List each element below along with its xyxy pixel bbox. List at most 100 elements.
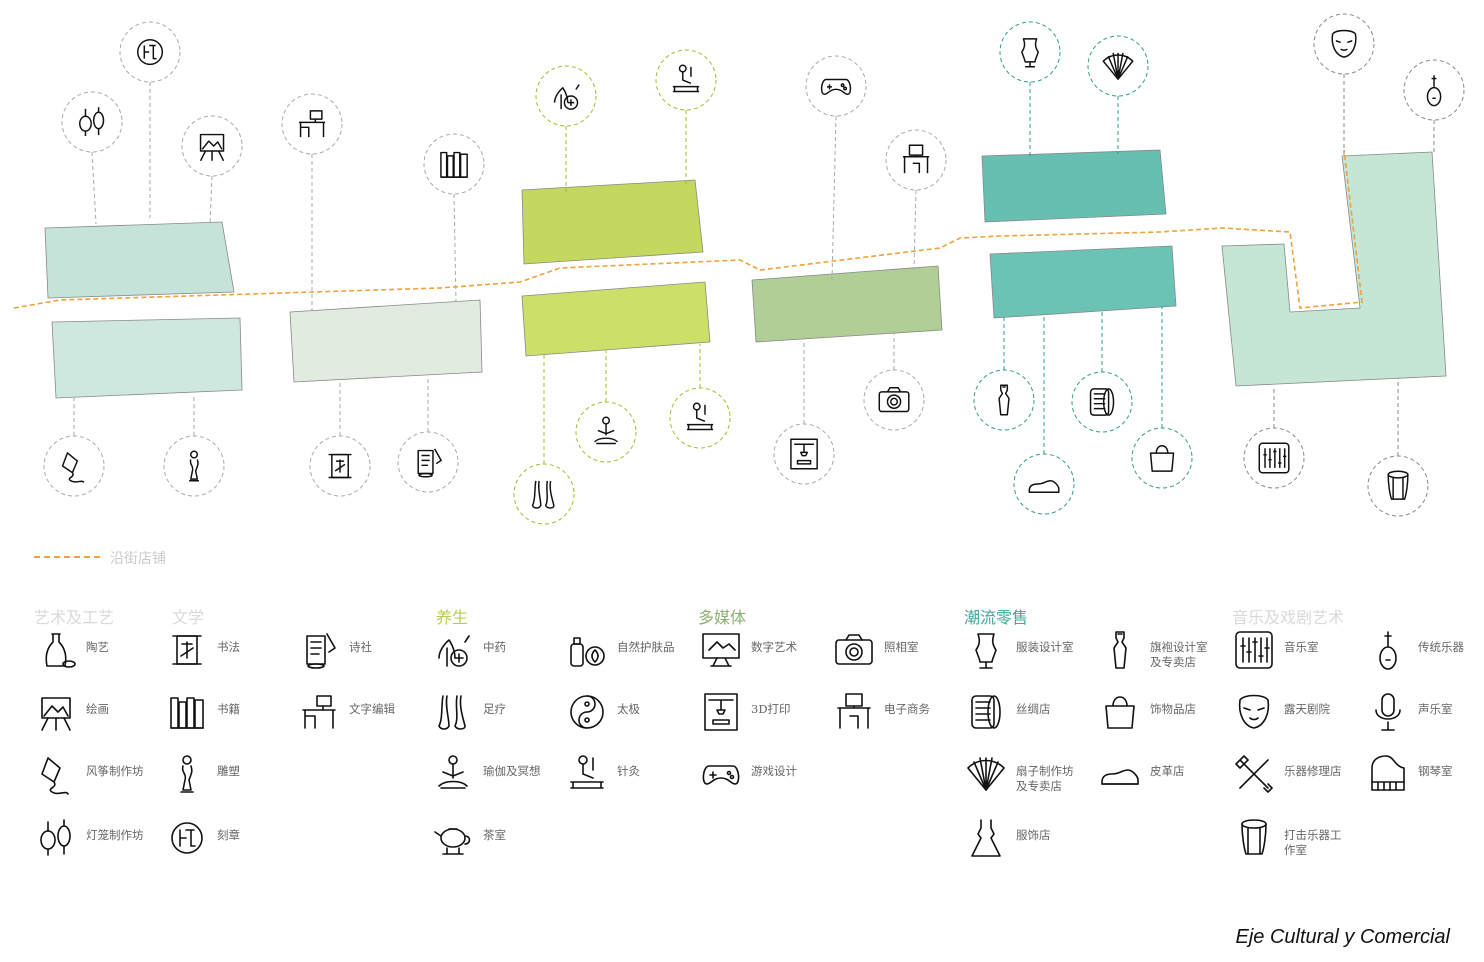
legend-label: 传统乐器 bbox=[1418, 640, 1464, 654]
legend-label: 文字编辑 bbox=[349, 702, 395, 716]
wellness-block-south bbox=[521, 281, 711, 357]
poetry-scroll-icon bbox=[397, 431, 459, 493]
category-heading-music: 音乐及戏剧艺术 bbox=[1232, 608, 1345, 627]
legend-label: 游戏设计 bbox=[751, 764, 797, 778]
legend-label: 服装设计室 bbox=[1016, 640, 1074, 654]
legend-label: 绘画 bbox=[86, 702, 109, 716]
legend-label: 饰物品店 bbox=[1150, 702, 1196, 716]
legend-label: 钢琴室 bbox=[1418, 764, 1453, 778]
tools-icon bbox=[1232, 752, 1276, 796]
mannequin-icon bbox=[999, 21, 1061, 83]
herbal-medicine-icon bbox=[535, 65, 597, 127]
category-heading-arts: 艺术及工艺 bbox=[34, 608, 115, 627]
dress-icon bbox=[964, 816, 1008, 860]
icon-leader-lines bbox=[73, 74, 1435, 464]
route-legend-line bbox=[34, 556, 100, 558]
books-icon bbox=[423, 133, 485, 195]
arts-block-north bbox=[44, 221, 235, 299]
painting-easel-icon bbox=[181, 115, 243, 177]
camera-icon bbox=[863, 369, 925, 431]
acupuncture-icon bbox=[669, 387, 731, 449]
category-heading-fashion: 潮流零售 bbox=[964, 608, 1029, 627]
kite-icon bbox=[34, 752, 78, 796]
piano-icon bbox=[1366, 752, 1410, 796]
legend-label: 风筝制作坊 bbox=[86, 764, 144, 778]
fan-icon bbox=[964, 752, 1008, 796]
shoe-icon bbox=[1013, 453, 1075, 515]
leader-line bbox=[91, 151, 97, 225]
legend-label: 太极 bbox=[617, 702, 640, 716]
acupuncture-icon bbox=[565, 752, 609, 796]
legend-label: 丝绸店 bbox=[1016, 702, 1051, 716]
poetry-scroll-icon bbox=[297, 628, 341, 672]
seal-stamp-icon bbox=[119, 21, 181, 83]
yin-yang-icon bbox=[565, 690, 609, 734]
legend-label: 扇子制作坊及专卖店 bbox=[1016, 764, 1074, 793]
legend-label: 诗社 bbox=[349, 640, 372, 654]
legend-label: 音乐室 bbox=[1284, 640, 1319, 654]
lantern-icon bbox=[61, 91, 123, 153]
icon-bubbles bbox=[43, 13, 1465, 525]
legend-label: 3D打印 bbox=[751, 702, 791, 716]
figure-caption: Eje Cultural y Comercial bbox=[1235, 926, 1450, 948]
3d-printer-icon bbox=[699, 690, 743, 734]
ecommerce-desk-icon bbox=[832, 690, 876, 734]
seal-stamp-icon bbox=[165, 816, 209, 860]
opera-mask-icon bbox=[1313, 13, 1375, 75]
sculpture-icon bbox=[163, 435, 225, 497]
pottery-vase-icon bbox=[34, 628, 78, 672]
painting-easel-icon bbox=[34, 690, 78, 734]
drum-icon bbox=[1232, 816, 1276, 860]
qipao-icon bbox=[973, 369, 1035, 431]
legend-label: 书籍 bbox=[217, 702, 240, 716]
leader-line bbox=[453, 193, 457, 303]
building-blocks bbox=[44, 149, 1447, 399]
natural-skincare-icon bbox=[565, 628, 609, 672]
kite-icon bbox=[43, 435, 105, 497]
legend-label: 皮革店 bbox=[1150, 764, 1185, 778]
legend-label: 服饰店 bbox=[1016, 828, 1051, 842]
fan-icon bbox=[1087, 35, 1149, 97]
category-heading-wellness: 养生 bbox=[436, 608, 469, 627]
legend-label: 刻章 bbox=[217, 828, 240, 842]
legend-label: 自然护肤品 bbox=[617, 640, 675, 654]
legend-label: 瑜伽及冥想 bbox=[483, 764, 541, 778]
writing-desk-icon bbox=[297, 690, 341, 734]
literature-block bbox=[289, 299, 483, 383]
qipao-icon bbox=[1098, 628, 1142, 672]
legend-label: 乐器修理店 bbox=[1284, 764, 1342, 778]
writing-desk-icon bbox=[281, 93, 343, 155]
gamepad-icon bbox=[805, 55, 867, 117]
legend-label: 旗袍设计室及专卖店 bbox=[1150, 640, 1208, 669]
calligraphy-scroll-icon bbox=[309, 435, 371, 497]
legend-label: 数字艺术 bbox=[751, 640, 797, 654]
wellness-block-north bbox=[521, 179, 704, 265]
legend-label: 书法 bbox=[217, 640, 240, 654]
leader-line bbox=[831, 115, 837, 281]
legend-label: 电子商务 bbox=[884, 702, 930, 716]
pipa-icon bbox=[1403, 59, 1465, 121]
pipa-icon bbox=[1366, 628, 1410, 672]
monitor-icon bbox=[699, 628, 743, 672]
yoga-icon bbox=[575, 401, 637, 463]
legend-label: 声乐室 bbox=[1418, 702, 1453, 716]
acupuncture-icon bbox=[655, 49, 717, 111]
calligraphy-scroll-icon bbox=[165, 628, 209, 672]
herbal-medicine-icon bbox=[431, 628, 475, 672]
legend-label: 中药 bbox=[483, 640, 506, 654]
camera-icon bbox=[832, 628, 876, 672]
feet-icon bbox=[431, 690, 475, 734]
microphone-icon bbox=[1366, 690, 1410, 734]
legend-label: 灯笼制作坊 bbox=[86, 828, 144, 842]
legend-label: 照相室 bbox=[884, 640, 919, 654]
fashion-block-north bbox=[981, 149, 1167, 223]
category-heading-literature: 文学 bbox=[172, 608, 205, 627]
site-plan-diagram bbox=[13, 13, 1465, 525]
legend-label: 雕塑 bbox=[217, 764, 240, 778]
books-icon bbox=[165, 690, 209, 734]
legend-label: 茶室 bbox=[483, 828, 506, 842]
fashion-block-south bbox=[989, 245, 1177, 319]
legend-label: 足疗 bbox=[483, 702, 506, 716]
leader-line bbox=[209, 175, 213, 225]
lantern-icon bbox=[34, 816, 78, 860]
